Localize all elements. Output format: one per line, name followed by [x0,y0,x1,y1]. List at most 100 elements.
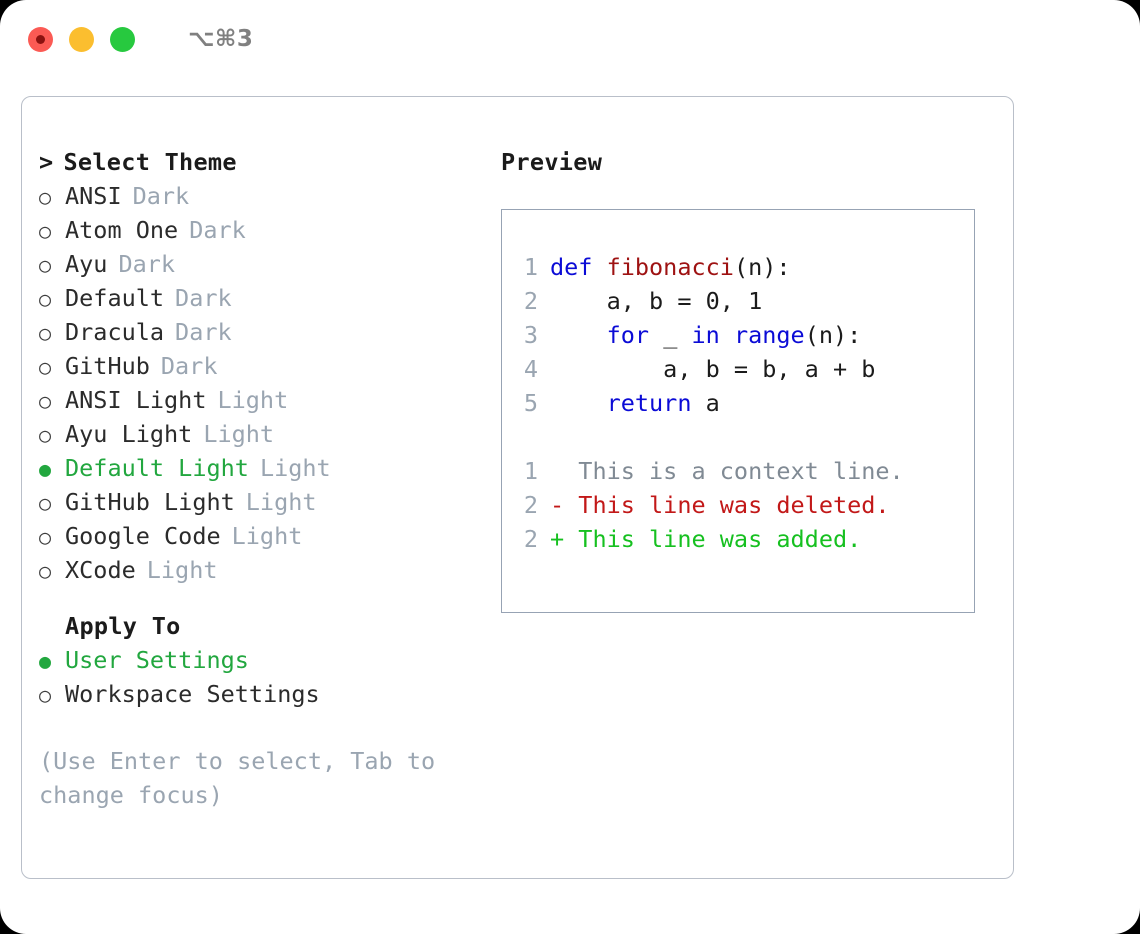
line-number: 2 [523,491,538,519]
theme-list-item[interactable]: ○ Google Code Light [39,522,479,556]
code-line-text: a, b = 0, 1 [550,284,763,318]
line-number: 2 [523,287,538,315]
theme-name-label: GitHub Light [65,488,235,516]
page-title-label: Select Theme [63,148,237,176]
code-line: 4 a, b = b, a + b [502,352,974,386]
radio-unselected-icon: ○ [39,683,52,707]
diff-line-text: This line was deleted. [578,491,890,519]
radio-selected-icon: ● [39,649,52,673]
theme-list-item[interactable]: ○ Ayu Dark [39,250,479,284]
preview-title: Preview [501,148,603,176]
code-line-text: return a [550,386,720,420]
theme-category-tag: Light [259,454,331,482]
code-token-plain: (n): [804,321,862,349]
keyboard-shortcut-label: ⌥⌘3 [188,26,254,52]
theme-category-tag: Dark [189,216,246,244]
radio-unselected-icon: ○ [39,287,52,311]
theme-name-label: Atom One [65,216,179,244]
theme-name-label: Default Light [65,454,249,482]
code-line: 2 a, b = 0, 1 [502,284,974,318]
page-title: > Select Theme [39,148,479,182]
code-line-text: for _ in range(n): [550,318,862,352]
apply-to-heading: Apply To [39,612,479,646]
code-token-kw: in [691,321,720,349]
theme-name-label: Google Code [65,522,221,550]
apply-to-heading-label: Apply To [65,612,181,640]
apply-to-label: Workspace Settings [65,680,320,708]
keyboard-hint: (Use Enter to select, Tab to change focu… [39,747,436,809]
theme-category-tag: Dark [175,318,232,346]
theme-category-tag: Light [245,488,317,516]
code-token-plain [550,321,607,349]
apply-to-label: User Settings [65,646,249,674]
code-line-text: a, b = b, a + b [550,352,875,386]
diff-line-text: This is a context line. [578,457,904,485]
radio-unselected-icon: ○ [39,491,52,515]
code-line-text: def fibonacci(n): [550,250,791,284]
close-button[interactable] [28,26,53,52]
diff-line: 2- This line was deleted. [502,488,974,522]
theme-name-label: Ayu [65,250,108,278]
line-number: 1 [523,457,538,485]
code-token-kw: def [550,253,607,281]
window-titlebar: ⌥⌘3 [0,0,1140,78]
radio-unselected-icon: ○ [39,389,52,413]
radio-unselected-icon: ○ [39,423,52,447]
code-token-plain [550,389,607,417]
code-token-plain: a [691,389,720,417]
theme-name-label: ANSI [65,182,122,210]
diff-sign [550,454,578,488]
diff-sign: - [550,491,579,519]
line-number: 5 [523,389,538,417]
theme-category-tag: Light [231,522,303,550]
apply-to-item[interactable]: ● User Settings [39,646,479,680]
theme-category-tag: Dark [132,182,190,210]
theme-category-tag: Dark [118,250,176,278]
line-number: 1 [523,253,538,281]
zoom-button[interactable] [110,26,135,52]
preview-spacer [502,420,974,454]
diff-sign: + [550,525,579,553]
theme-list-item[interactable]: ○ GitHub Light Light [39,488,479,522]
apply-to-item[interactable]: ○ Workspace Settings [39,680,479,714]
list-spacer [39,590,479,612]
diff-line: 2+ This line was added. [502,522,974,556]
theme-name-label: Dracula [65,318,165,346]
radio-unselected-icon: ○ [39,253,52,277]
theme-list-item[interactable]: ○ Atom One Dark [39,216,479,250]
radio-unselected-icon: ○ [39,355,52,379]
theme-name-label: Default [65,284,165,312]
minimize-button[interactable] [69,26,94,52]
theme-category-tag: Light [203,420,275,448]
code-token-plain: (n): [733,253,791,281]
code-token-plain: a, b = 0, 1 [550,287,763,315]
theme-category-tag: Light [217,386,289,414]
diff-sample: 1 This is a context line. 2- This line wa… [502,454,974,556]
theme-name-label: XCode [65,556,136,584]
radio-unselected-icon: ○ [39,219,52,243]
theme-list-item[interactable]: ○ Dracula Dark [39,318,479,352]
prompt-caret-icon: > [39,148,54,176]
line-number: 3 [523,321,538,349]
code-token-plain: a, b = b, a + b [550,355,876,383]
theme-name-label: Ayu Light [65,420,193,448]
code-line: 3 for _ in range(n): [502,318,974,352]
theme-name-label: GitHub [65,352,150,380]
radio-unselected-icon: ○ [39,525,52,549]
theme-category-tag: Light [146,556,218,584]
code-token-kw: range [733,321,805,349]
code-token-plain [720,321,734,349]
radio-unselected-icon: ○ [39,321,52,345]
code-token-kw: for [606,321,650,349]
theme-list-item[interactable]: ○ Ayu Light Light [39,420,479,454]
